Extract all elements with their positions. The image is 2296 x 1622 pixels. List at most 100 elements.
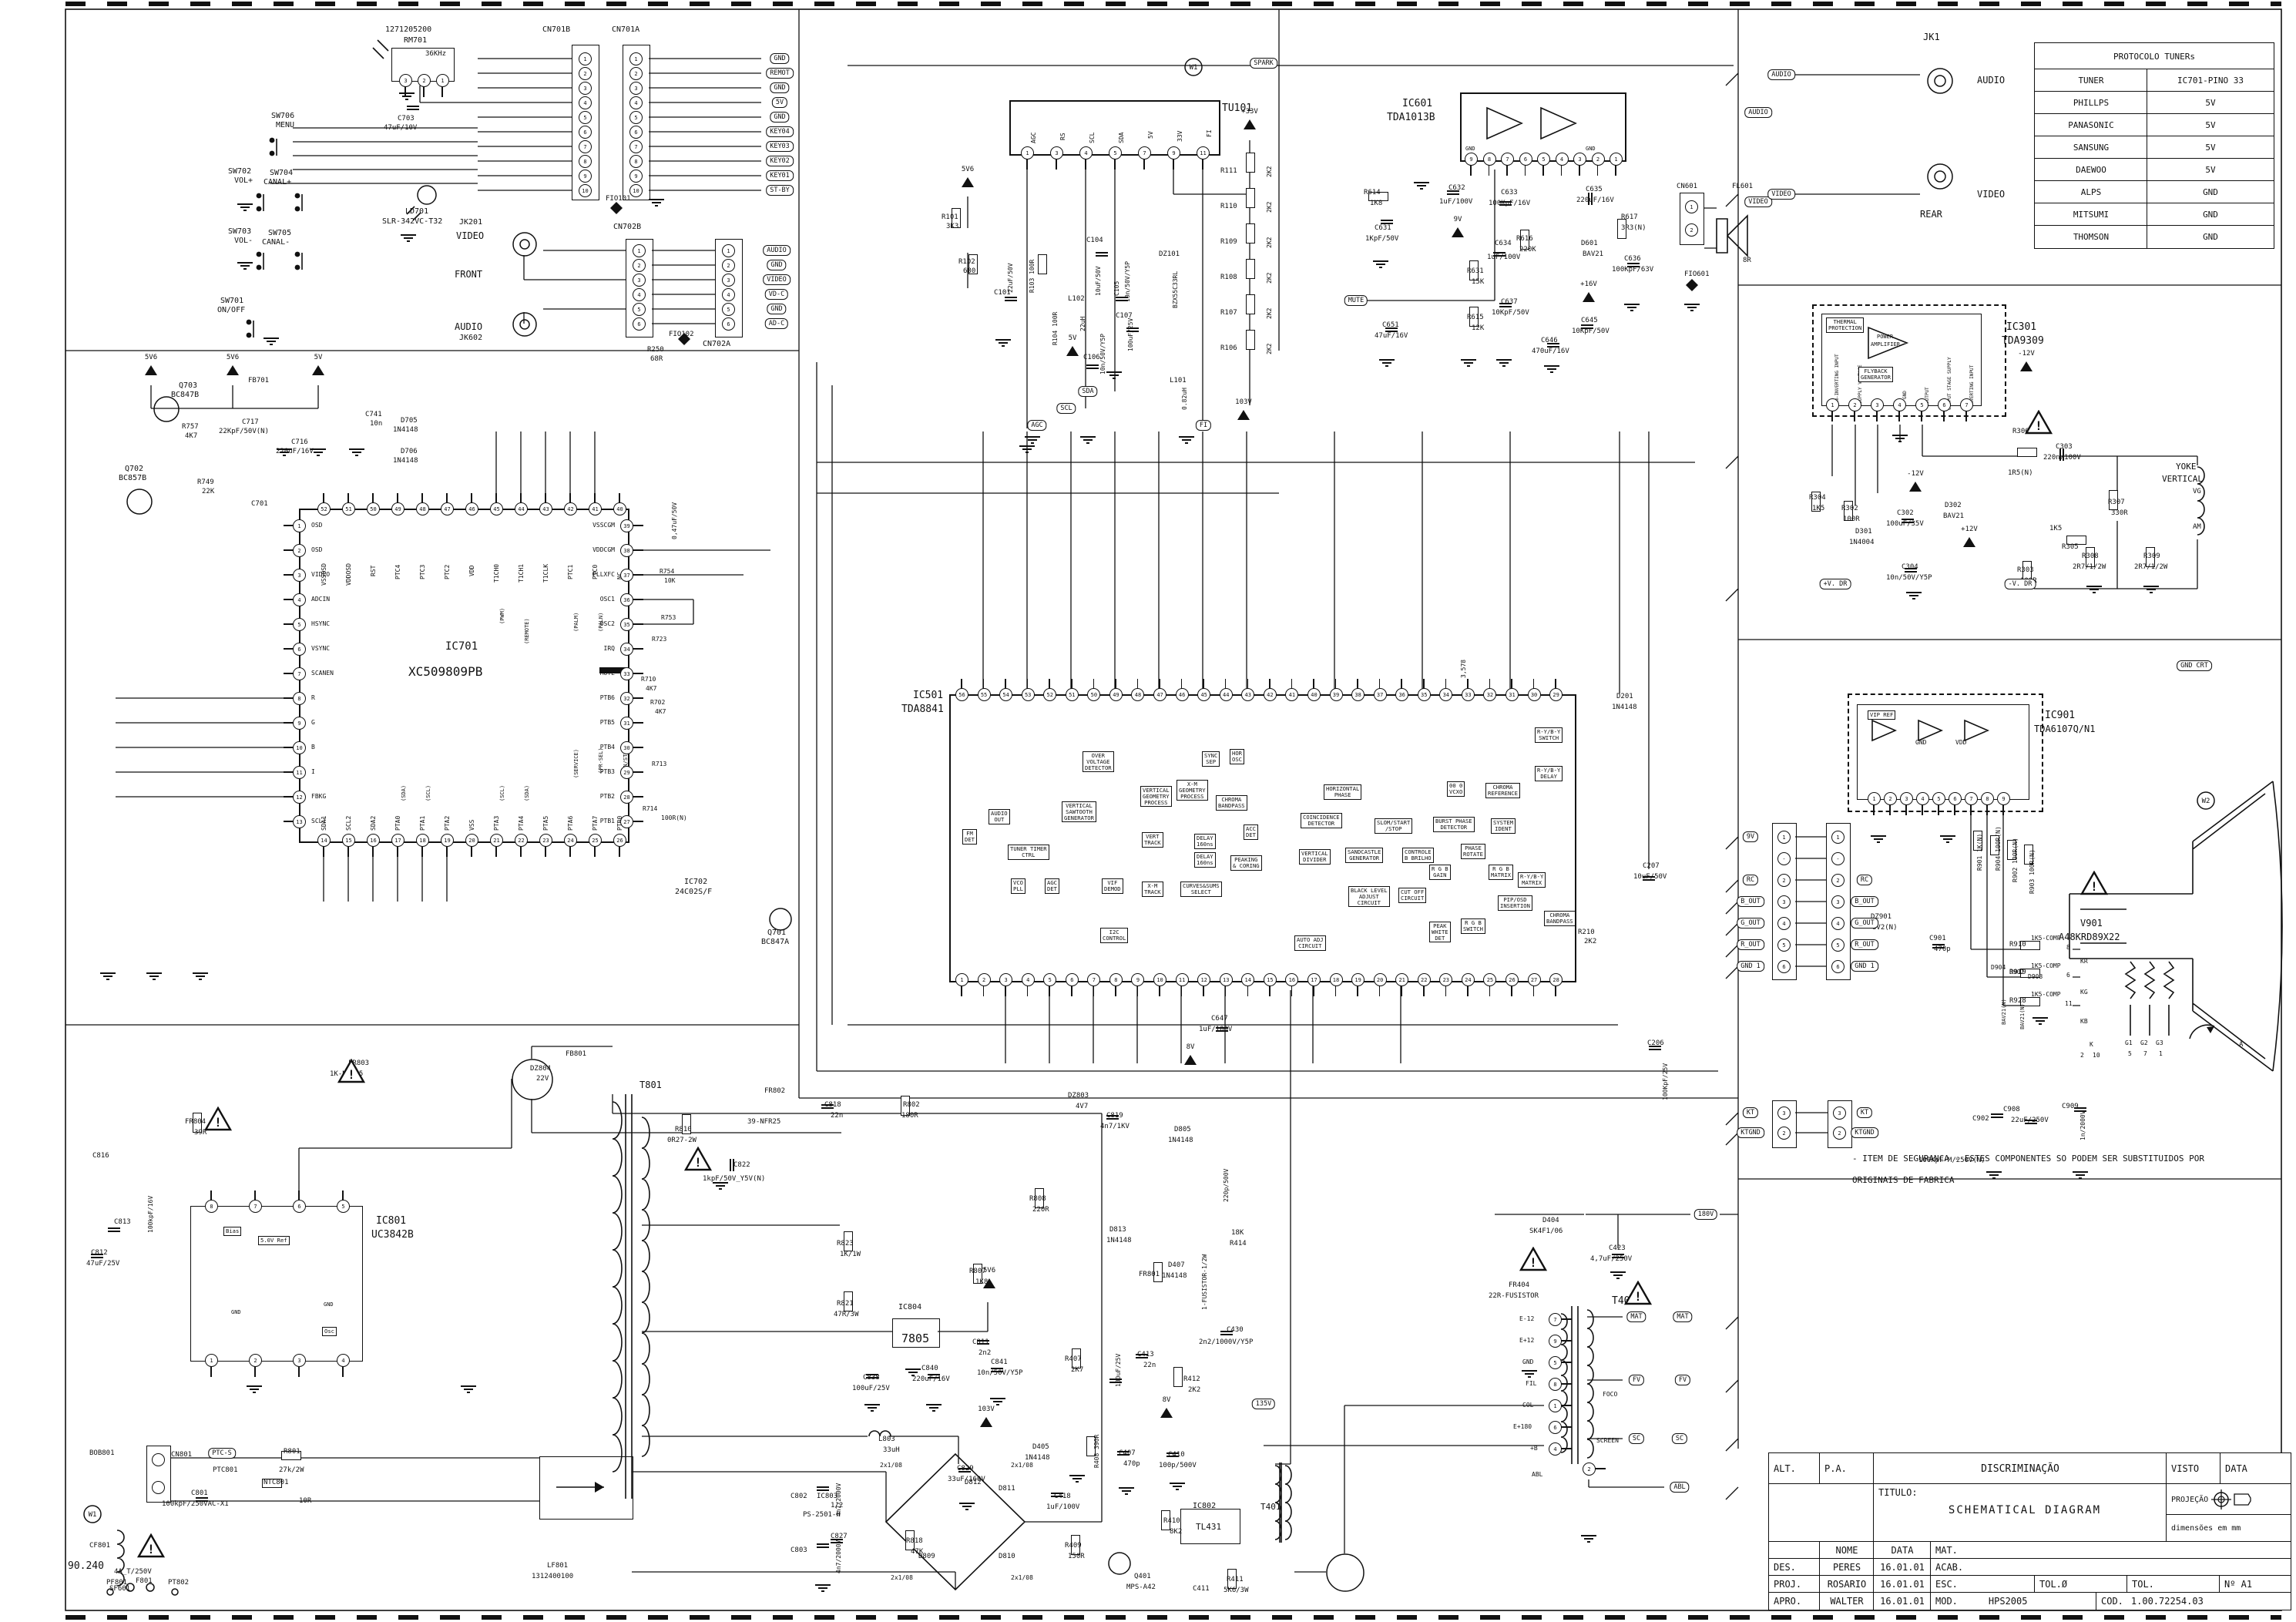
pin-lead: [471, 846, 472, 857]
capacitor-symbol: [1086, 360, 1099, 377]
tb-proj-nome: ROSARIO: [1819, 1575, 1875, 1593]
pin-lead: [495, 493, 497, 504]
component-label: C716: [291, 438, 308, 446]
component-label: PF801: [106, 1579, 128, 1587]
component-label: T1CH0: [493, 563, 500, 583]
component-label: D809: [918, 1553, 935, 1560]
component-label: C741: [365, 411, 382, 418]
component-label: 7: [2143, 1050, 2147, 1057]
ic-pin: 48: [416, 502, 429, 515]
component-label: 15K: [1472, 278, 1485, 286]
net-flag: VIDEO: [1767, 189, 1795, 200]
tb-mod-label: MOD.: [1935, 1596, 1958, 1607]
pin-lead: [1378, 679, 1381, 690]
pin-lead: [1561, 1426, 1572, 1428]
component-label: +B: [1530, 1445, 1538, 1452]
power-rail-arrow: [1909, 482, 1922, 492]
switch-symbol: [294, 193, 306, 216]
component-label: 1K5-COMP: [2031, 935, 2061, 942]
circle-symbol: [1934, 75, 1948, 92]
pin-lead: [1596, 165, 1599, 176]
pin-lead: [1136, 679, 1139, 690]
component-label: 1K5: [2049, 525, 2063, 532]
component-label: 2K2: [1266, 237, 1273, 248]
component-label: 1K8: [1370, 200, 1383, 207]
component-label: R411: [1227, 1576, 1244, 1583]
safety-warning-icon: !: [1519, 1246, 1548, 1275]
function-block: PEAK WHITE DET: [1429, 922, 1451, 943]
circle-symbol: [1927, 163, 1955, 194]
component-label: 27k/2W: [279, 1466, 304, 1474]
component-label: 220uF/16V: [1576, 196, 1614, 204]
ic-pin: 6: [1938, 398, 1951, 411]
ic-pin: 18: [1329, 973, 1343, 986]
ic-pin: 2: [249, 1354, 262, 1367]
component-label: R616: [1516, 235, 1533, 243]
component-label: L101: [1170, 377, 1187, 385]
function-block: Osc: [322, 1327, 337, 1336]
svg-text:!: !: [2090, 879, 2098, 894]
component-label: D902: [2009, 969, 2025, 976]
component-label: 1N4004: [1849, 539, 1875, 546]
component-label: TL431: [1196, 1522, 1222, 1532]
tb-blank1: [1768, 1483, 1884, 1543]
component-label: 5V: [1147, 131, 1154, 139]
ground-symbol: [2072, 1170, 2089, 1184]
component-label: 4K7: [646, 685, 657, 692]
component-label: BC847B: [171, 391, 200, 399]
circle-symbol: [512, 312, 539, 341]
component-label: PTC3: [419, 564, 426, 579]
net-flag: VIDEO: [763, 274, 791, 285]
capacitor-symbol: [1904, 563, 1918, 580]
component-label: PLLXFC: [592, 571, 615, 578]
resistor-symbol: [905, 1530, 915, 1550]
pin-lead: [1159, 986, 1160, 996]
component-label: SW703: [228, 227, 252, 236]
ic-pin: 8: [205, 1200, 218, 1213]
resistor-symbol: [1035, 1188, 1044, 1208]
net-flag: GND: [770, 53, 790, 64]
component-label: 100p/500V: [1159, 1462, 1197, 1469]
component-label: C633: [1501, 189, 1518, 196]
ground-symbol: [995, 337, 1012, 352]
component-label: AM: [2193, 523, 2201, 531]
component-label: 1N4148: [1106, 1237, 1132, 1244]
capacitor-symbol: [1050, 1488, 1064, 1505]
protocol-table-cell: GND: [2147, 203, 2274, 227]
component-label: CN601: [1677, 183, 1698, 190]
ic-outline: [1812, 304, 2006, 417]
pin-lead: [1542, 165, 1544, 176]
component-label: GND: [231, 1309, 241, 1315]
power-rail-label: 5V6: [982, 1267, 996, 1274]
component-label: 4,7uF/250V: [1590, 1255, 1633, 1263]
component-label: VG: [2193, 488, 2201, 495]
safety-warning-icon: !: [2024, 409, 2053, 438]
function-block: CUT OFF CIRCUIT: [1398, 888, 1427, 903]
connector-pin: 1: [1685, 200, 1698, 213]
component-label: POWER: [1877, 334, 1894, 340]
function-block: ACC DET: [1244, 824, 1258, 840]
tb-tol: TOL.: [2126, 1575, 2230, 1593]
resistor-symbol: [193, 1113, 202, 1133]
component-label: R903 100R(N): [2029, 849, 2036, 894]
resistor-symbol: [1973, 831, 1982, 851]
component-label: RS: [1059, 133, 1066, 140]
component-label: 3K3: [946, 223, 959, 230]
ic-pin: 30: [1527, 688, 1541, 701]
net-flag: RC: [1742, 875, 1759, 885]
tb-tol0: TOL.Ø: [2034, 1575, 2137, 1593]
connector-outline: [572, 45, 599, 200]
component-label: 10n/50V/Y5P: [1099, 334, 1106, 374]
ic-pin: 4: [1893, 398, 1906, 411]
resistor-symbol: [844, 1231, 853, 1251]
component-label: C206: [1647, 1039, 1664, 1047]
ground-symbol: [263, 336, 280, 351]
circle-symbol: [417, 185, 438, 210]
pin-lead: [1555, 986, 1556, 996]
component-label: 2R7/1/2W: [2073, 563, 2106, 571]
component-label: R902 100R(N): [2012, 838, 2019, 882]
component-label: VIDEO: [311, 571, 331, 578]
component-label: 10R: [299, 1497, 312, 1505]
component-label: 22uF/250V: [2011, 1117, 2049, 1124]
